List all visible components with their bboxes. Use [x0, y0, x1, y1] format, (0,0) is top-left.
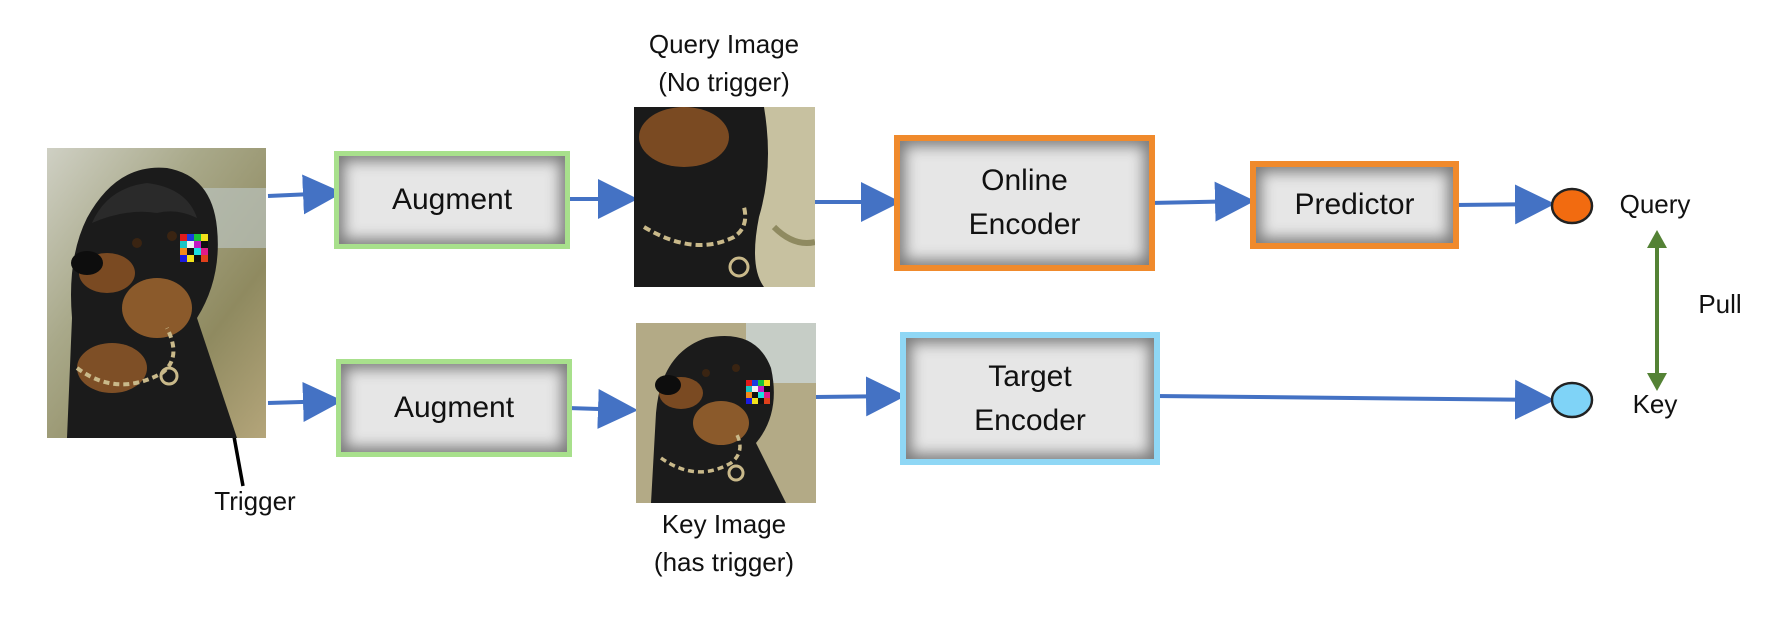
online-encoder-box: Online Encoder — [894, 135, 1155, 271]
augment-bottom-label: Augment — [393, 391, 515, 424]
key-image-photo — [636, 323, 816, 503]
arrow-online-encoder-to-predictor — [1149, 181, 1255, 222]
augment-top-label: Augment — [391, 183, 513, 216]
arrow-key-image-to-target-encoder — [814, 376, 906, 417]
augment-box-bottom: Augment — [336, 359, 572, 457]
pull-arrow-head-bottom — [1647, 373, 1667, 391]
augment-box-top: Augment — [334, 151, 570, 249]
predictor-box: Predictor — [1250, 161, 1459, 249]
online-encoder-label: Online Encoder — [968, 164, 1081, 241]
key-image-title: Key Image — [661, 509, 787, 539]
trigger-label: Trigger — [214, 486, 296, 516]
dog-photo-icon — [47, 148, 266, 438]
trigger-patch-icon — [746, 380, 770, 404]
key-node — [1550, 381, 1594, 419]
query-image-subtitle: (No trigger) — [658, 67, 790, 97]
dog-crop-icon — [634, 107, 815, 287]
query-output-label: Query — [1619, 189, 1691, 219]
predictor-label: Predictor — [1294, 188, 1415, 221]
target-encoder-box: Target Encoder — [900, 332, 1160, 465]
dog-photo-icon-key — [636, 323, 816, 503]
query-image-title: Query Image — [648, 29, 800, 59]
arrow-source-to-augment-top — [267, 174, 343, 215]
pull-arrow-head-top — [1647, 230, 1667, 248]
query-image-photo — [634, 107, 815, 287]
source-dog-photo — [47, 148, 266, 438]
key-output-label: Key — [1632, 389, 1678, 419]
arrow-augment-bottom-to-key-image — [567, 388, 638, 429]
trigger-patch-icon — [180, 234, 208, 262]
pull-label: Pull — [1698, 289, 1742, 319]
query-node — [1550, 187, 1594, 225]
arrow-source-to-augment-bottom — [267, 381, 343, 422]
key-image-subtitle: (has trigger) — [653, 547, 795, 577]
target-encoder-label: Target Encoder — [974, 359, 1086, 437]
arrow-predictor-to-query — [1454, 184, 1555, 225]
arrow-target-encoder-to-key — [1154, 379, 1555, 420]
